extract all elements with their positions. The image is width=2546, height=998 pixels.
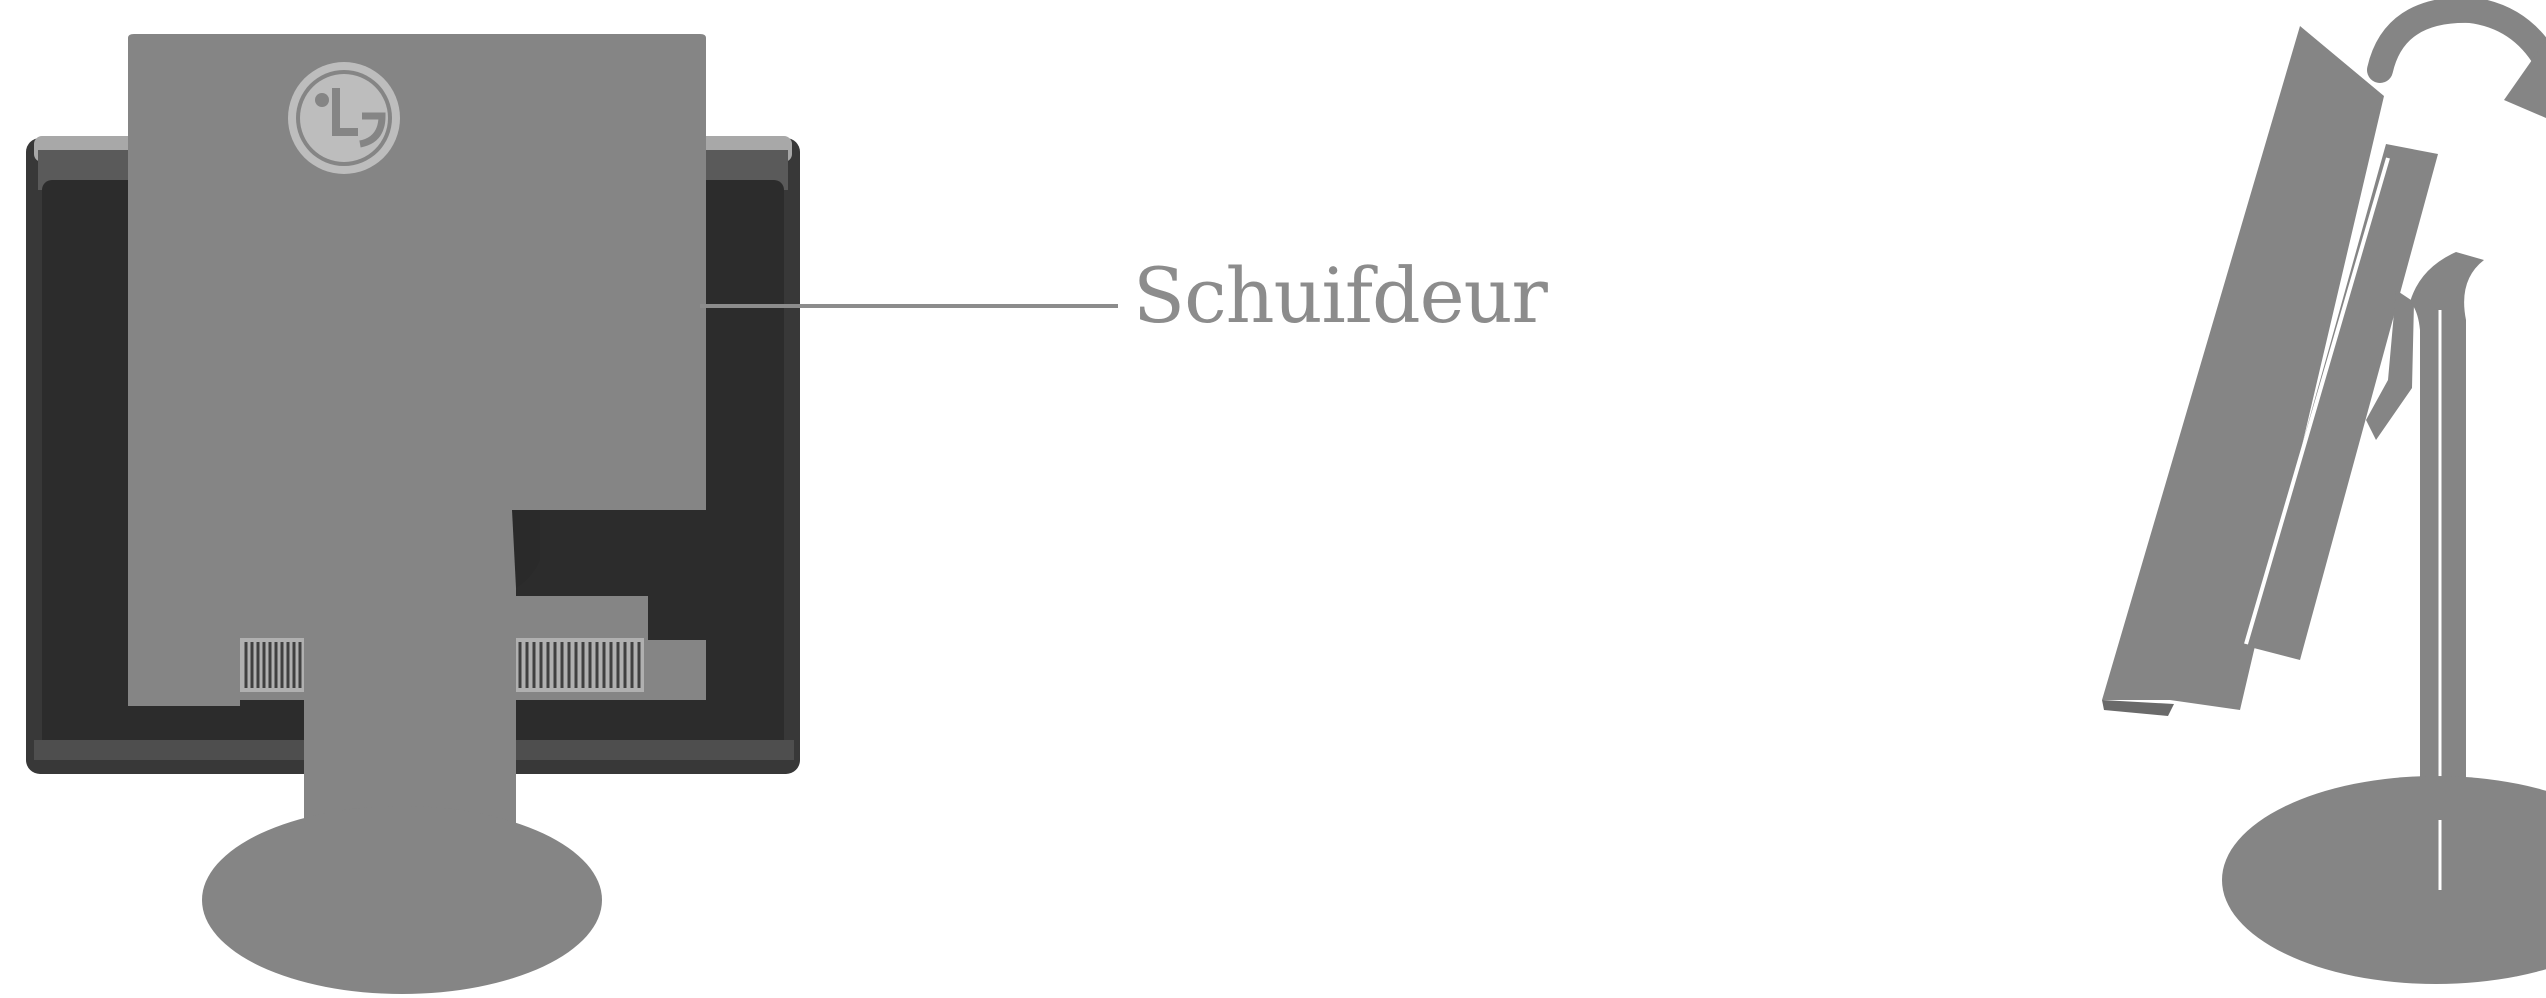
connector-vent-right (514, 638, 644, 692)
stand-base (202, 806, 602, 994)
stand-arm (2366, 252, 2484, 930)
connector-vent-left (240, 638, 304, 692)
monitor-rear-view (26, 34, 800, 994)
sliding-door (128, 34, 706, 706)
side-stand-base (2222, 776, 2546, 984)
lg-logo (288, 62, 400, 174)
sliding-door-label: Schuifdeur (1133, 251, 1548, 340)
curved-arrow-icon (2367, 0, 2546, 118)
monitor-side-view (2102, 0, 2546, 984)
tilted-panel (2102, 26, 2438, 716)
